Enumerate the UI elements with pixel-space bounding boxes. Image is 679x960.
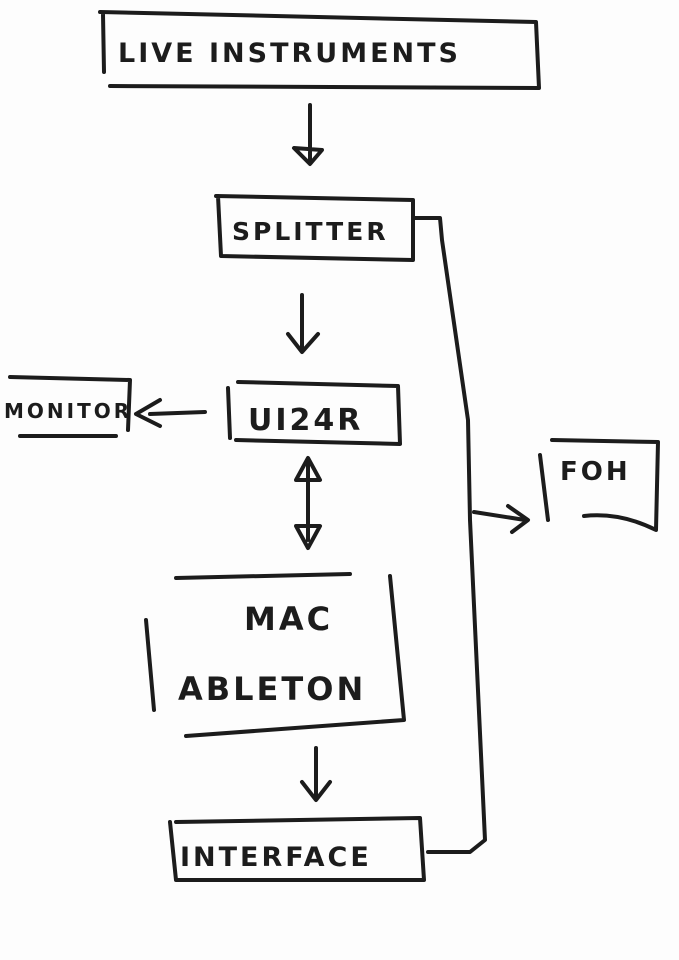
node-live-instruments: LIVE INSTRUMENTS — [98, 10, 541, 90]
arrow-ui24r-mac-bidirectional — [294, 456, 322, 550]
label-monitor: MONITOR — [4, 399, 132, 423]
node-foh: FOH — [538, 438, 660, 532]
label-foh: FOH — [560, 457, 631, 487]
label-splitter: SPLITTER — [232, 217, 389, 246]
label-interface: INTERFACE — [180, 842, 372, 873]
node-interface: INTERFACE — [168, 816, 426, 882]
arrow-splitter-to-ui24r — [286, 293, 320, 354]
label-ui24r: UI24R — [248, 403, 363, 438]
label-ableton: ABLETON — [178, 670, 366, 708]
arrow-ui24r-to-monitor — [134, 398, 207, 428]
node-mac-ableton: MAC ABLETON — [144, 572, 406, 738]
connector-splitter-foh-interface — [413, 216, 530, 854]
node-ui24r: UI24R — [226, 380, 402, 446]
label-mac: MAC — [244, 600, 333, 638]
node-splitter: SPLITTER — [214, 194, 415, 262]
arrow-mac-to-interface — [300, 746, 332, 802]
node-monitor: MONITOR — [4, 375, 132, 438]
label-live-instruments: LIVE INSTRUMENTS — [118, 38, 461, 69]
arrow-instruments-to-splitter — [292, 103, 324, 166]
